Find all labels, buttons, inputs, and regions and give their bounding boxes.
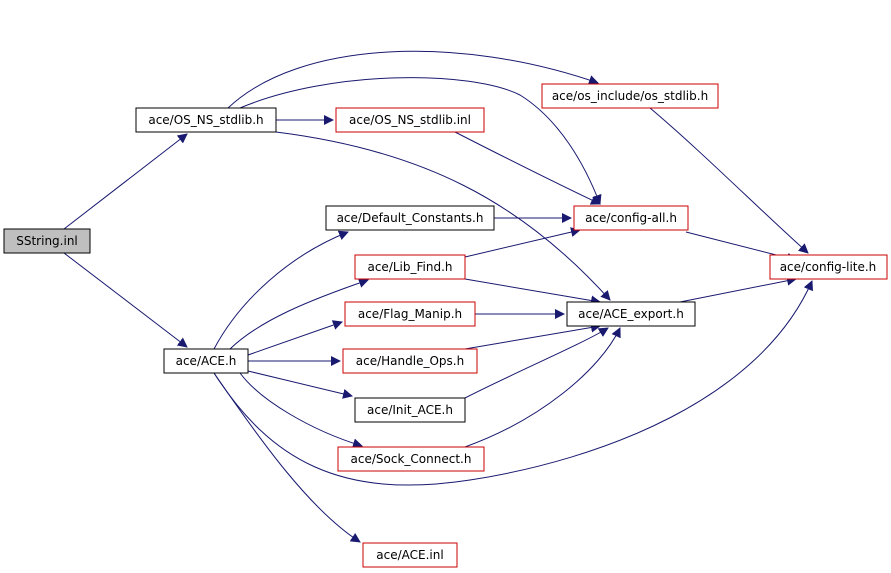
node-sock-connect-h[interactable]: ace/Sock_Connect.h bbox=[337, 446, 485, 472]
node-sstring-inl[interactable]: SString.inl bbox=[3, 228, 91, 254]
edge-lib-find-to-ace-export bbox=[464, 278, 601, 306]
node-label-lib-find-h: ace/Lib_Find.h bbox=[367, 260, 452, 274]
edge-lib-find-to-config-all bbox=[464, 227, 581, 258]
edge-ace-h-to-lib-find bbox=[229, 278, 369, 350]
edge-ace-h-to-config-lite bbox=[213, 280, 813, 486]
node-label-sock-connect-h: ace/Sock_Connect.h bbox=[351, 452, 472, 466]
node-label-init-ace-h: ace/Init_ACE.h bbox=[367, 403, 453, 417]
node-os-ns-stdlib-inl[interactable]: ace/OS_NS_stdlib.inl bbox=[335, 107, 485, 133]
edge-ace-h-to-sock-connect bbox=[239, 372, 363, 449]
node-lib-find-h[interactable]: ace/Lib_Find.h bbox=[354, 254, 466, 280]
node-label-sstring-inl: SString.inl bbox=[16, 234, 78, 248]
node-handle-ops-h[interactable]: ace/Handle_Ops.h bbox=[342, 348, 478, 374]
node-os-stdlib-h[interactable]: ace/os_include/os_stdlib.h bbox=[541, 83, 719, 109]
edge-handle-ops-to-ace-export bbox=[464, 322, 601, 350]
node-config-lite-h[interactable]: ace/config-lite.h bbox=[769, 254, 888, 280]
nodes-group: SString.inl ace/OS_NS_stdlib.h ace/OS_NS… bbox=[3, 83, 888, 568]
node-label-ace-inl: ace/ACE.inl bbox=[376, 548, 443, 562]
node-label-config-all-h: ace/config-all.h bbox=[585, 211, 677, 225]
node-ace-inl[interactable]: ace/ACE.inl bbox=[362, 542, 458, 568]
edge-os-ns-stdlib-inl-to-config-all bbox=[454, 131, 601, 205]
edge-sstring-to-ace-h bbox=[63, 252, 188, 348]
node-label-config-lite-h: ace/config-lite.h bbox=[780, 260, 877, 274]
node-flag-manip-h[interactable]: ace/Flag_Manip.h bbox=[344, 301, 476, 327]
edge-os-stdlib-h-to-config-lite bbox=[649, 107, 809, 254]
node-label-ace-export-h: ace/ACE_export.h bbox=[578, 307, 684, 321]
node-config-all-h[interactable]: ace/config-all.h bbox=[573, 205, 689, 231]
node-label-flag-manip-h: ace/Flag_Manip.h bbox=[358, 307, 462, 321]
edge-sstring-to-os-ns-stdlib-h bbox=[63, 133, 188, 230]
edge-init-ace-to-ace-export bbox=[464, 327, 609, 399]
node-ace-h[interactable]: ace/ACE.h bbox=[163, 348, 249, 374]
node-label-ace-h: ace/ACE.h bbox=[176, 354, 237, 368]
edge-os-ns-stdlib-h-to-os-stdlib-h bbox=[227, 50, 599, 109]
edge-ace-export-to-config-lite bbox=[679, 275, 797, 303]
edges-group bbox=[63, 50, 813, 543]
node-os-ns-stdlib-h[interactable]: ace/OS_NS_stdlib.h bbox=[135, 107, 277, 133]
edge-ace-h-to-ace-inl bbox=[213, 372, 361, 543]
node-label-default-constants-h: ace/Default_Constants.h bbox=[337, 211, 484, 225]
node-init-ace-h[interactable]: ace/Init_ACE.h bbox=[354, 397, 466, 423]
node-default-constants-h[interactable]: ace/Default_Constants.h bbox=[325, 205, 495, 231]
node-label-os-ns-stdlib-inl: ace/OS_NS_stdlib.inl bbox=[349, 113, 471, 127]
node-label-handle-ops-h: ace/Handle_Ops.h bbox=[356, 354, 464, 368]
edge-ace-h-to-init-ace bbox=[247, 370, 353, 399]
edge-ace-h-to-default-constants bbox=[213, 230, 349, 350]
edge-os-ns-stdlib-h-to-config-all bbox=[239, 77, 602, 205]
node-label-os-ns-stdlib-h: ace/OS_NS_stdlib.h bbox=[148, 113, 263, 127]
node-ace-export-h[interactable]: ace/ACE_export.h bbox=[566, 301, 696, 327]
edge-sock-connect-to-ace-export bbox=[464, 327, 621, 448]
edge-ace-h-to-flag-manip bbox=[247, 320, 343, 356]
node-label-os-stdlib-h: ace/os_include/os_stdlib.h bbox=[552, 89, 708, 103]
edge-os-ns-stdlib-h-to-ace-export bbox=[275, 131, 611, 301]
